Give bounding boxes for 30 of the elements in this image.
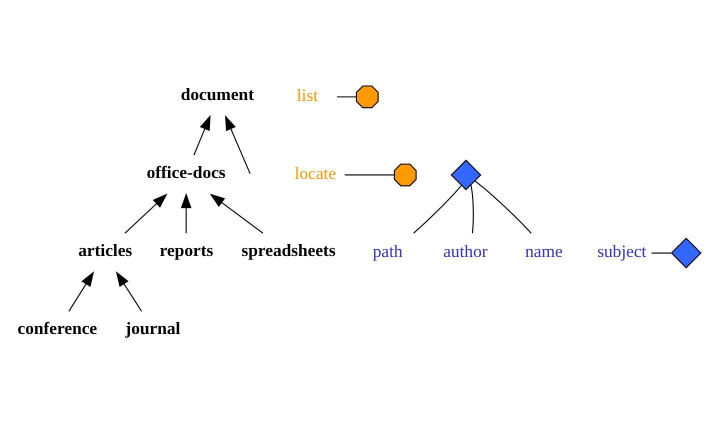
arrow	[193, 114, 211, 155]
connector	[413, 184, 462, 234]
node-text: document	[180, 84, 254, 104]
connector	[344, 174, 394, 175]
connector	[652, 252, 672, 254]
node-octagon	[356, 84, 379, 108]
node-text: name	[525, 242, 563, 261]
arrow	[180, 192, 192, 233]
node-octagon	[394, 163, 417, 186]
node-text: author	[443, 242, 488, 261]
connector	[474, 180, 532, 234]
arrow	[210, 193, 264, 234]
node-diamond	[450, 159, 482, 190]
node-text: subject	[597, 242, 646, 261]
connector	[470, 184, 474, 233]
arrow	[116, 270, 142, 312]
node-text: spreadsheets	[241, 240, 336, 260]
node-text: journal	[125, 318, 180, 338]
node-text: office-docs	[146, 162, 226, 182]
connector	[337, 96, 356, 97]
node-text: reports	[160, 240, 214, 260]
node-text: conference	[18, 318, 98, 338]
node-text: list	[296, 85, 318, 104]
arrow	[224, 114, 251, 174]
arrow	[124, 192, 168, 234]
arrow	[68, 270, 94, 312]
node-text: path	[372, 242, 403, 261]
node-text: locate	[294, 164, 336, 183]
node-diamond	[670, 237, 702, 268]
node-text: articles	[78, 240, 132, 260]
